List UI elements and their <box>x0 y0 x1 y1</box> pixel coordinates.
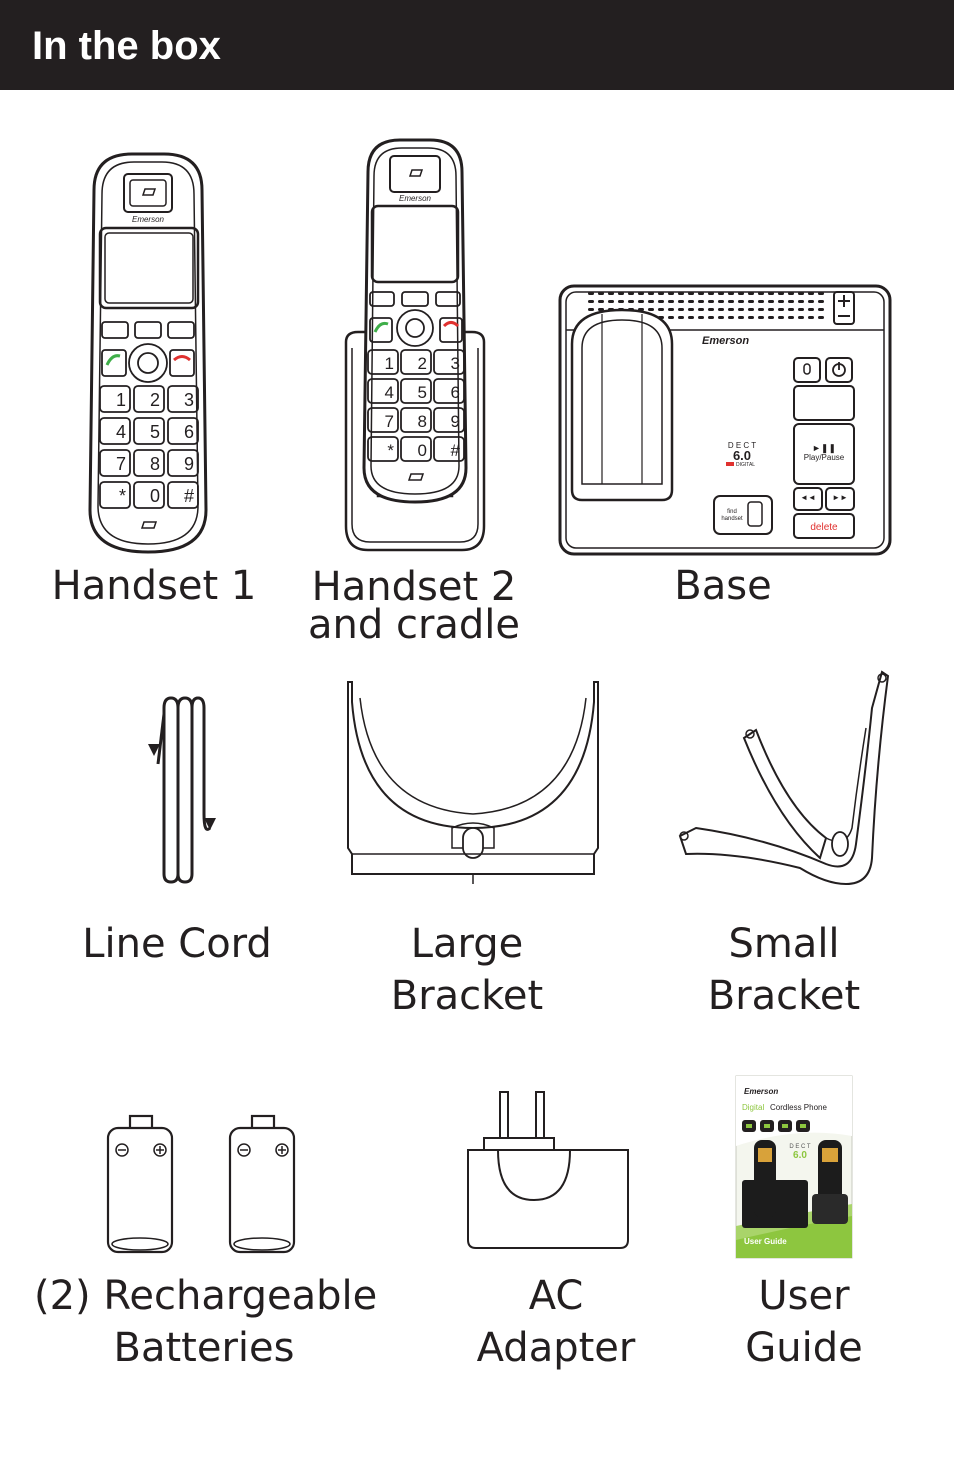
line-cord-illustration <box>140 694 220 884</box>
handset-2-label-line2: and cradle <box>307 602 521 648</box>
large-bracket-label-line2: Bracket <box>390 973 544 1019</box>
base-brand: Emerson <box>702 335 749 347</box>
svg-text:#: # <box>451 441 461 460</box>
svg-text:3: 3 <box>451 354 460 373</box>
svg-text:◄◄: ◄◄ <box>800 493 816 502</box>
svg-text:8: 8 <box>150 454 160 474</box>
handset-1-label: Handset 1 <box>51 563 257 609</box>
handset-2-label-line1: Handset 2 <box>311 564 517 610</box>
svg-text:*: * <box>119 486 126 506</box>
user-guide-cover: Emerson Digital Cordless Phone D E C T 6… <box>735 1075 853 1259</box>
user-guide-label-line1: User <box>758 1273 850 1319</box>
base-dect-version: 6.0 <box>733 448 751 463</box>
svg-text:4: 4 <box>385 383 394 402</box>
page-title: In the box <box>32 24 221 68</box>
line-cord-label: Line Cord <box>82 921 272 967</box>
batteries-label-line1: (2) Rechargeable <box>34 1273 378 1319</box>
base-dect-text: D E C T <box>728 441 756 450</box>
svg-text:5: 5 <box>150 422 160 442</box>
svg-text:8: 8 <box>418 412 427 431</box>
guide-cover-dect: D E C T <box>789 1144 811 1150</box>
ac-adapter-label-line2: Adapter <box>476 1325 636 1371</box>
small-bracket-label-line1: Small <box>728 921 840 967</box>
large-bracket-label-line1: Large <box>410 921 524 967</box>
guide-cover-footer: User Guide <box>744 1237 787 1246</box>
handset-2-brand: Emerson <box>399 194 432 203</box>
svg-text:6: 6 <box>451 383 460 402</box>
base-label: Base <box>674 563 772 609</box>
svg-text:9: 9 <box>451 412 460 431</box>
svg-text:3: 3 <box>184 390 194 410</box>
large-bracket-illustration <box>342 678 604 888</box>
handset-1-brand: Emerson <box>132 215 165 224</box>
svg-text:0: 0 <box>150 486 160 506</box>
base-find-label-2: handset <box>721 516 743 522</box>
svg-text:►❚❚: ►❚❚ <box>812 443 836 454</box>
handset-2-illustration: Emerson 1 2 3 4 5 6 7 8 9 * 0 # <box>344 136 486 556</box>
svg-text:4: 4 <box>116 422 126 442</box>
large-bracket-label: Large Bracket <box>352 918 582 1022</box>
handset-2-label: Handset 2 and cradle <box>300 564 528 648</box>
batteries-illustration <box>104 1112 300 1258</box>
svg-text:1: 1 <box>116 390 126 410</box>
batteries-label: (2) Rechargeable Batteries <box>34 1270 378 1374</box>
user-guide-label-line2: Guide <box>745 1325 863 1371</box>
small-bracket-label: Small Bracket <box>668 918 900 1022</box>
base-play-label: Play/Pause <box>804 453 845 462</box>
svg-text:2: 2 <box>418 354 427 373</box>
header-bar: In the box <box>0 0 954 90</box>
guide-cover-brand: Emerson <box>744 1087 778 1096</box>
base-delete-label: delete <box>810 522 838 533</box>
svg-text:7: 7 <box>385 412 394 431</box>
user-guide-label: User Guide <box>704 1270 904 1374</box>
svg-text:2: 2 <box>150 390 160 410</box>
svg-text:9: 9 <box>184 454 194 474</box>
batteries-label-line2: Batteries <box>113 1325 295 1371</box>
svg-text:7: 7 <box>116 454 126 474</box>
base-find-label-1: find <box>727 509 737 515</box>
base-digital-text: DIGITAL <box>736 462 755 468</box>
svg-text:0: 0 <box>418 441 427 460</box>
guide-cover-accent: Digital <box>742 1103 764 1112</box>
guide-cover-title: Cordless Phone <box>770 1103 827 1112</box>
svg-text:1: 1 <box>385 354 394 373</box>
ac-adapter-illustration <box>464 1088 632 1252</box>
handset-1-illustration: Emerson 1 2 3 4 5 6 7 8 9 * 0 # <box>84 150 212 556</box>
svg-text:6: 6 <box>184 422 194 442</box>
base-illustration: Emerson Play/Pause ►❚❚ D E C T 6.0 DIGIT… <box>558 284 892 556</box>
small-bracket-illustration <box>676 668 890 890</box>
ac-adapter-label-line1: AC <box>528 1273 584 1319</box>
svg-text:*: * <box>387 441 394 460</box>
svg-text:►►: ►► <box>832 493 848 502</box>
svg-text:5: 5 <box>418 383 427 402</box>
guide-cover-version: 6.0 <box>793 1150 807 1161</box>
small-bracket-label-line2: Bracket <box>707 973 861 1019</box>
svg-text:#: # <box>184 486 194 506</box>
ac-adapter-label: AC Adapter <box>456 1270 656 1374</box>
